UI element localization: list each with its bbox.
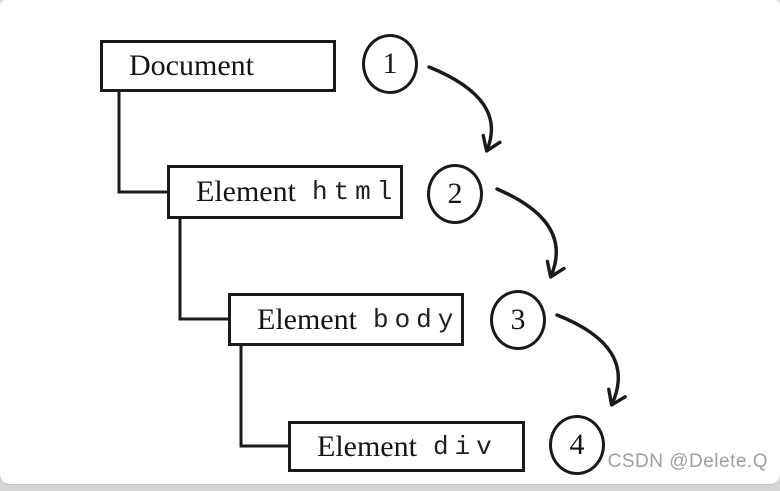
node-document-label: Document: [129, 49, 254, 82]
step-circle-2: 2: [427, 164, 483, 224]
node-element-div-code: div: [432, 431, 498, 462]
arrow-step3-to-step4: [555, 313, 627, 407]
node-element-body: Element body: [228, 293, 464, 346]
connector-body-to-div: [239, 346, 288, 448]
node-element-body-code: body: [372, 304, 460, 335]
node-element-div-label: Element: [317, 429, 417, 463]
node-element-div: Element div: [288, 421, 525, 472]
connector-html-to-body: [178, 219, 228, 321]
step-circle-3: 3: [490, 290, 546, 350]
connector-document-to-html: [117, 92, 167, 194]
node-element-body-label: Element: [257, 302, 357, 336]
node-element-html-label: Element: [196, 175, 296, 208]
node-element-html: Element html: [167, 165, 403, 219]
node-element-html-code: html: [311, 177, 399, 207]
arrow-step1-to-step2: [427, 65, 502, 153]
step-circle-4: 4: [549, 415, 605, 475]
node-document: Document: [100, 40, 336, 92]
arrow-step2-to-step3: [495, 187, 566, 279]
step-circle-1: 1: [362, 34, 418, 94]
csdn-watermark: CSDN @Delete.Q: [607, 451, 768, 472]
